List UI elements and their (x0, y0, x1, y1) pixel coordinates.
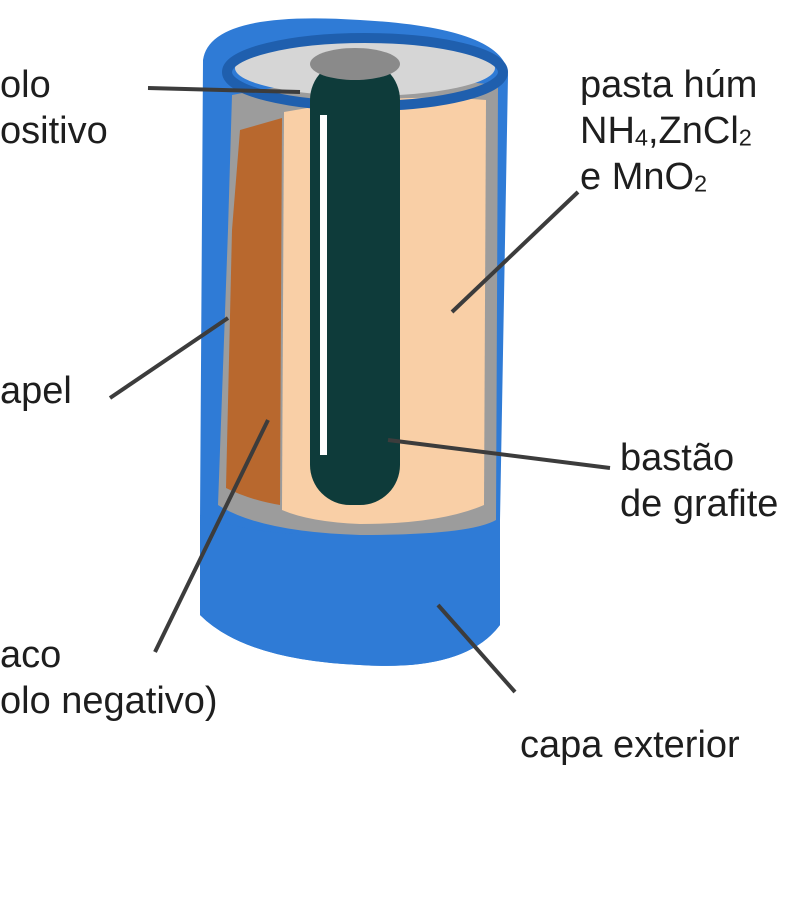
graphite-rod (310, 60, 400, 505)
leader-outer-casing (436, 603, 517, 694)
label-outer-casing: capa exterior (520, 724, 740, 766)
leader-positive-pole (147, 86, 301, 94)
leader-graphite-rod (387, 438, 611, 470)
label-graphite-rod: bastão de grafite (620, 437, 779, 525)
leader-lines (108, 86, 611, 694)
leader-zinc-can (153, 419, 270, 653)
leader-paste (450, 190, 580, 314)
label-paper: apel (0, 370, 72, 412)
label-moist-paste: pasta húm NH4,ZnCl2 e MnO2 (580, 64, 758, 198)
graphite-rod-top (310, 48, 400, 80)
graphite-rod-highlight (320, 115, 327, 455)
outer-casing-band (200, 515, 500, 666)
label-zinc-can: aco olo negativo) (0, 634, 218, 722)
leader-paper (108, 316, 230, 400)
label-positive-pole: olo ositivo (0, 64, 108, 152)
paper-layer (226, 118, 282, 505)
